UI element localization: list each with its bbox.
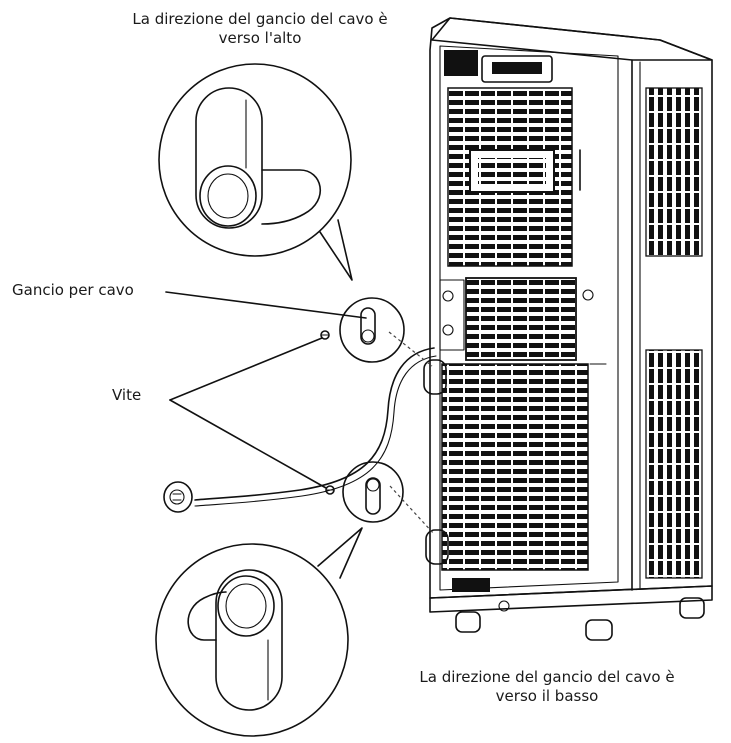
upper-filter-center [478,158,546,184]
power-plug-face [169,489,185,505]
hook-up-caption-line2: verso l'alto [218,29,302,47]
drain-port [452,578,490,592]
callout-down-hook-tab [187,591,227,641]
label-leaders [165,291,367,489]
power-cord-line-inner [194,355,437,507]
callout-up-hook-body [195,87,263,229]
hook-up-caption-line1: La direzione del gancio del cavo è [132,10,388,28]
wheel-back-right [679,597,705,619]
side-upper-grille [645,87,703,257]
hook-detail-lower-small [342,461,435,535]
wheel-front-left [455,611,481,633]
hook-down-caption-line2: verso il basso [495,687,599,705]
lower-filter-grille [441,363,589,571]
unit-base [429,585,713,613]
panel-screw-top [442,290,454,302]
caster-wheels [455,597,705,641]
screw-parts [320,330,335,495]
hook-detail-upper-small [339,297,433,367]
hook-circle-upper [339,297,405,363]
callout-up-circle [158,63,352,257]
callout-down-hook-ring-inner [225,583,267,629]
panel-screw-right [582,289,594,301]
hook-lower-loop [366,478,380,492]
callout-up-hook-tab [261,169,321,225]
callout-down-pointer [317,527,363,579]
wheel-back-left [498,600,510,612]
callout-down-hook-ring [217,575,275,637]
screw-label: Vite [112,386,142,404]
callout-hook-down [155,527,363,737]
hook-lower-body [365,477,381,515]
leader-screw-upper [169,337,323,401]
callout-up-hook-ring-inner [207,173,249,219]
hook-upper-body [360,307,376,345]
callout-down-circle [155,543,349,737]
power-plug [163,481,193,513]
cable-hook-label: Gancio per cavo [12,281,134,299]
power-cord-socket-panel [439,279,465,351]
hook-down-caption-line1: La direzione del gancio del cavo è [419,668,675,686]
leader-cable-hook [165,291,367,319]
hook-up-caption: La direzione del gancio del cavo è verso… [80,10,440,48]
wheel-front-right [585,619,613,641]
unit-cable-hook-upper [423,359,447,395]
power-cord [163,347,437,513]
carry-handle-slot [492,62,542,74]
top-left-vent [444,50,478,76]
callout-hook-up [158,63,353,281]
callout-up-pointer [319,219,353,281]
hook-lower-leader [389,485,435,535]
hook-upper-loop [361,329,375,343]
side-lower-grille [645,349,703,579]
air-conditioner-unit [423,17,713,641]
leader-screw-lower [169,399,327,489]
hook-down-caption: La direzione del gancio del cavo è verso… [370,668,724,706]
hook-circle-lower [342,461,404,523]
callout-down-hook-body [215,569,283,711]
panel-screw-bottom [442,324,454,336]
callout-up-hook-ring [199,165,257,227]
unit-top-panel [431,17,713,61]
power-cord-line [194,347,435,501]
unit-cable-hook-lower [425,529,449,565]
back-panel [439,45,619,591]
screw-lower [325,485,335,495]
exhaust-grille [465,277,577,361]
carry-handle [481,55,553,83]
screw-upper [320,330,330,340]
